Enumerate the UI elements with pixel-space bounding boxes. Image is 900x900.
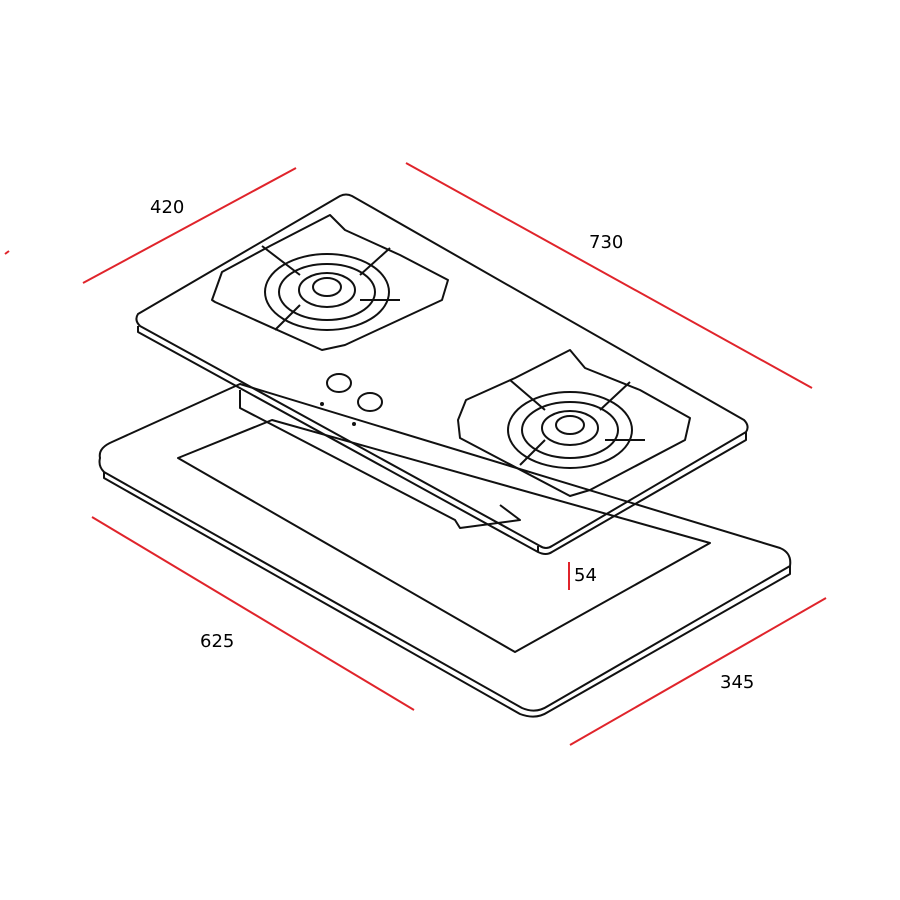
dim-label-cutout-depth: 345 bbox=[720, 672, 755, 693]
dimension-lines bbox=[4, 162, 827, 746]
dim-label-cutout-width: 625 bbox=[200, 631, 235, 652]
knob-right bbox=[357, 392, 383, 412]
knob-left bbox=[326, 373, 352, 393]
dim-label-width: 730 bbox=[589, 232, 624, 253]
dim-line-width bbox=[405, 162, 813, 389]
dim-label-depth: 420 bbox=[150, 197, 185, 218]
dim-line-cutout-depth bbox=[569, 597, 827, 746]
burner-right bbox=[457, 349, 691, 497]
dim-label-height: 54 bbox=[574, 565, 597, 586]
countertop bbox=[98, 383, 792, 718]
control-knobs bbox=[320, 373, 383, 426]
dim-line-depth bbox=[82, 167, 297, 284]
cutout bbox=[177, 419, 711, 653]
hob-body bbox=[239, 390, 521, 529]
hob-glass-top bbox=[135, 193, 749, 555]
burner-left bbox=[211, 214, 449, 351]
dim-line-cutout-width bbox=[91, 516, 415, 711]
